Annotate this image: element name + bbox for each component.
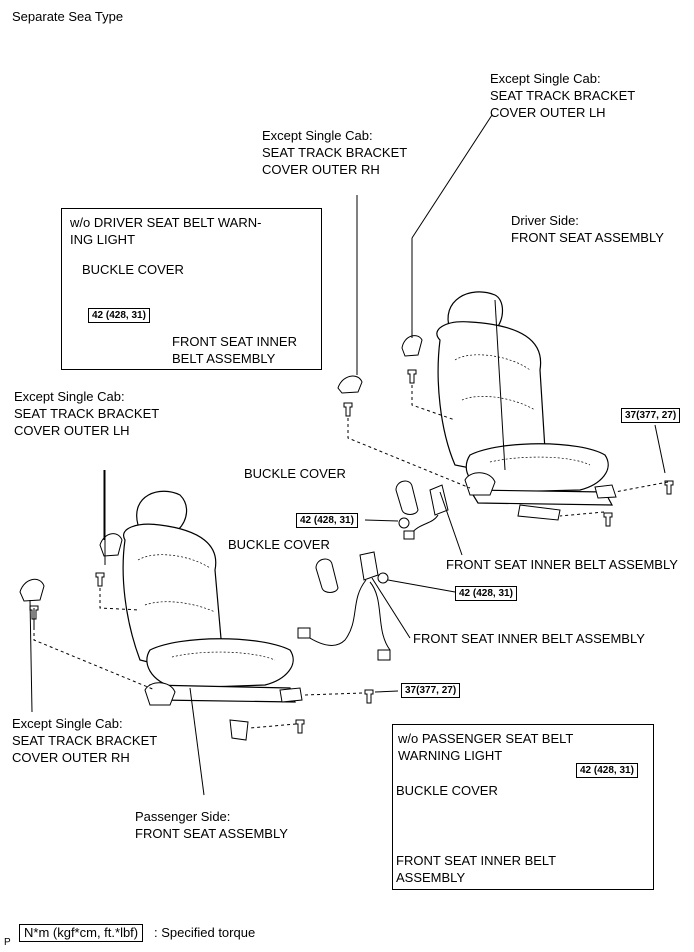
label-track-cover-rh-bottom: Except Single Cab: SEAT TRACK BRACKET CO… [12, 716, 158, 765]
inset-pass-buckle-label: BUCKLE COVER [396, 783, 498, 798]
inner-belt-driver [429, 484, 449, 516]
nut-driver [398, 517, 410, 529]
track-cover-lh-left-part [99, 533, 123, 557]
legend-description: : Specified torque [154, 925, 256, 940]
inset-passenger-no-warning-light: w/o PASSENGER SEAT BELT WARNING LIGHT BU… [392, 724, 654, 890]
inset-pass-belt-label: FRONT SEAT INNER BELT ASSEMBLY [396, 853, 557, 885]
torque-box-lower: 37(377, 27) [401, 683, 461, 698]
inset-driver-buckle-label: BUCKLE COVER [82, 262, 184, 277]
label-driver-seat: Driver Side: FRONT SEAT ASSEMBLY [511, 213, 664, 245]
torque-box-mid-left: 42 (428, 31) [296, 513, 358, 528]
page-title: Separate Sea Type [12, 9, 124, 24]
bolt-driver-1 [407, 369, 417, 384]
inset-driver-torque: 42 (428, 31) [88, 308, 150, 323]
track-cover-rh-left-part [19, 578, 45, 602]
track-cover-rh-top-part [337, 375, 363, 394]
bolt-pass-1 [95, 572, 105, 587]
inset-pass-torque: 42 (428, 31) [576, 763, 638, 778]
inset-driver-belt-label: FRONT SEAT INNER BELT ASSEMBLY [172, 334, 297, 366]
track-cover-lh-top-part [401, 335, 423, 357]
legend-unit-box: N*m (kgf*cm, ft.*lbf) [19, 924, 144, 942]
passenger-seat [122, 490, 303, 796]
label-track-cover-lh-top: Except Single Cab: SEAT TRACK BRACKET CO… [490, 71, 636, 120]
label-inner-belt-1: FRONT SEAT INNER BELT ASSEMBLY [446, 557, 678, 572]
label-inner-belt-2: FRONT SEAT INNER BELT ASSEMBLY [413, 631, 645, 646]
bolt-driver-front [603, 512, 613, 527]
driver-seat [436, 291, 617, 521]
buckle-cover-passenger [315, 558, 339, 593]
buckle-cover-driver [395, 480, 419, 515]
inset-pass-title: w/o PASSENGER SEAT BELT WARNING LIGHT [398, 731, 574, 763]
bolt-driver-rear [664, 480, 674, 495]
label-track-cover-lh-left: Except Single Cab: SEAT TRACK BRACKET CO… [14, 389, 160, 438]
label-buckle-cover-2: BUCKLE COVER [228, 537, 330, 552]
bolt-driver-2 [343, 402, 353, 417]
inset-driver-title: w/o DRIVER SEAT BELT WARN- ING LIGHT [70, 215, 262, 247]
bolt-pass-front [295, 719, 305, 734]
label-buckle-cover-1: BUCKLE COVER [244, 466, 346, 481]
nut-passenger [377, 572, 389, 584]
bolt-pass-rear [364, 689, 374, 704]
torque-box-right-top: 37(377, 27) [621, 408, 681, 423]
torque-box-mid-right: 42 (428, 31) [455, 586, 517, 601]
label-passenger-seat: Passenger Side: FRONT SEAT ASSEMBLY [135, 809, 288, 841]
inset-driver-no-warning-light: w/o DRIVER SEAT BELT WARN- ING LIGHT BUC… [61, 208, 322, 370]
legend-prefix: P [4, 937, 11, 948]
inner-belt-passenger [359, 551, 379, 581]
label-track-cover-rh-top: Except Single Cab: SEAT TRACK BRACKET CO… [262, 128, 408, 177]
